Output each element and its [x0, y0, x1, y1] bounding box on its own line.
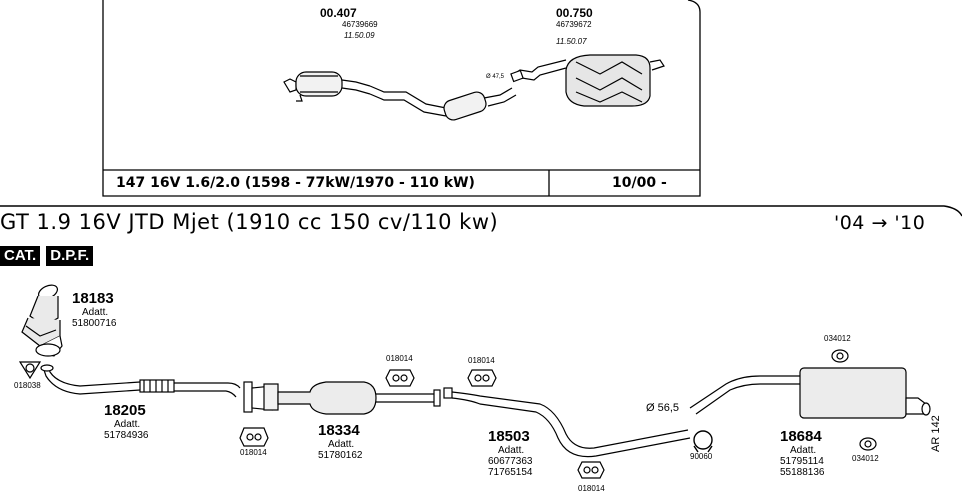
part-18334-label: 18334 Adatt. 51780162	[318, 422, 363, 461]
hanger-018014-b-drawing	[385, 369, 415, 387]
part-code: 51780162	[318, 450, 363, 461]
clamp-90060-label: 90060	[690, 452, 713, 461]
hanger-018014-d-drawing	[577, 461, 605, 479]
hanger-018014-a-drawing	[239, 427, 269, 447]
main-panel-border	[0, 205, 962, 217]
part-number: 00.750	[556, 6, 593, 20]
part-number: 18684	[780, 428, 822, 445]
part-code: 46739672	[556, 20, 592, 29]
part-date: 11.50.09	[344, 31, 375, 40]
model-row-text: 147 16V 1.6/2.0 (1598 - 77kW/1970 - 110 …	[116, 175, 475, 191]
hanger-018014-c-drawing	[467, 369, 497, 387]
adatt-label: Adatt.	[82, 307, 109, 318]
part-number: 18334	[318, 422, 360, 439]
part-00407-label: 00.407 46739669 11.50.09	[320, 6, 378, 40]
flange-018038-drawing	[18, 361, 42, 380]
vehicle-years: '04 → '10	[834, 212, 926, 234]
model-row-years: 10/00 -	[612, 175, 667, 191]
part-18205-label: 18205 Adatt. 51784936	[104, 402, 149, 441]
pipe-diameter-top: Ø 47,5	[486, 74, 505, 80]
fitting-018014-a-label: 018014	[240, 448, 267, 457]
part-number: 18205	[104, 402, 146, 419]
part-code: 46739669	[342, 20, 378, 29]
adatt-label: Adatt.	[498, 445, 525, 456]
hanger-034012-b-drawing	[859, 437, 877, 451]
part-00750-label: 00.750 46739672 11.50.07	[556, 6, 593, 46]
part-number: 18183	[72, 290, 114, 307]
hanger-034012-a-drawing	[831, 349, 849, 363]
dpf-badge: D.P.F.	[46, 246, 94, 266]
part-number: 18503	[488, 428, 530, 445]
vehicle-title: GT 1.9 16V JTD Mjet (1910 cc 150 cv/110 …	[0, 210, 499, 234]
silencer-18684-drawing	[689, 367, 931, 419]
intermediate-pipe-top	[369, 85, 517, 121]
part-18503-label: 18503 Adatt. 60677363 71765154	[488, 428, 533, 478]
part-code: 51795114	[780, 456, 824, 467]
fitting-018038-label: 018038	[14, 381, 41, 390]
catalyst-18183-drawing	[21, 284, 63, 357]
part-code: 60677363	[488, 456, 533, 467]
fitting-034012-b-label: 034012	[852, 454, 879, 463]
fitting-018014-c-label: 018014	[468, 356, 495, 365]
badge-row: CAT. D.P.F.	[0, 246, 94, 266]
intermediate-pipe-18503-drawing	[443, 387, 691, 458]
fitting-018014-b-label: 018014	[386, 354, 413, 363]
adatt-label: Adatt.	[328, 439, 355, 450]
fitting-018014-d-label: 018014	[578, 484, 605, 493]
silencer-00407-drawing	[283, 71, 371, 102]
part-number: 00.407	[320, 6, 357, 20]
pipe-diameter-main: Ø 56,5	[646, 402, 680, 414]
top-panel-frame	[102, 0, 701, 197]
adatt-label: Adatt.	[114, 419, 141, 430]
part-18684-label: 18684 Adatt. 51795114 55188136	[780, 428, 825, 478]
part-code: 51784936	[104, 430, 149, 441]
part-date: 11.50.07	[556, 37, 587, 46]
clamp-90060-drawing	[693, 430, 713, 453]
part-code: 51800716	[72, 318, 117, 329]
adatt-label: Adatt.	[790, 445, 817, 456]
page-code-label: AR 142	[930, 415, 942, 452]
cat-badge: CAT.	[0, 246, 41, 266]
front-pipe-18205-drawing	[40, 364, 241, 398]
silencer-00750-drawing	[510, 54, 665, 107]
part-code: 71765154	[488, 467, 533, 478]
fitting-034012-a-label: 034012	[824, 334, 851, 343]
part-code: 55188136	[780, 467, 825, 478]
dpf-18334-drawing	[243, 381, 441, 415]
part-18183-label: 18183 Adatt. 51800716	[72, 290, 117, 329]
